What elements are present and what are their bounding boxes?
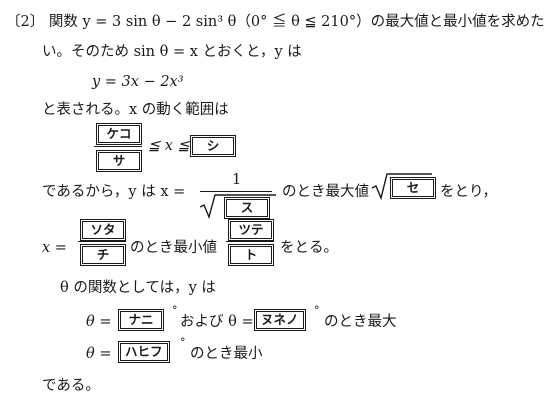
max-value-text: のとき最大値 xyxy=(282,184,369,200)
theta-function-text: θ の関数としては，y は xyxy=(60,280,216,296)
answer-box-nani[interactable]: ナニ xyxy=(117,308,165,332)
x-equals: x = xyxy=(42,240,67,256)
answer-box-tsute[interactable]: ツテ xyxy=(227,218,275,242)
max-condition-text: であるから，y は x = xyxy=(42,184,186,200)
max-at-text: のとき最大 xyxy=(324,314,397,330)
problem-statement-1: 関数 y = 3 sin θ − 2 sin³ θ（0° ≦ θ ≦ 210°）… xyxy=(48,14,545,30)
range-inequality: ≦ x ≦ xyxy=(148,138,190,154)
answer-box-nuneno[interactable]: ヌネノ xyxy=(253,308,306,332)
min-condition-text: のとき最小値 xyxy=(130,240,217,256)
equation: y = 3x − 2x³ xyxy=(92,74,184,90)
numerator-one: 1 xyxy=(232,172,242,188)
degree-symbol: ° xyxy=(314,304,320,317)
answer-box-to[interactable]: ト xyxy=(227,243,275,267)
min-take-text: をとる。 xyxy=(280,240,338,256)
sqrt-symbol xyxy=(371,173,432,201)
closing-text: である。 xyxy=(42,378,100,394)
max-take-text: をとり， xyxy=(440,184,497,200)
fraction-bar xyxy=(200,191,272,193)
answer-box-shi[interactable]: シ xyxy=(189,134,237,158)
and-theta-text: および θ = xyxy=(180,314,254,330)
fraction-bar xyxy=(94,146,142,148)
degree-symbol: ° xyxy=(172,304,178,317)
fraction-bar xyxy=(78,241,126,243)
fraction-bar xyxy=(226,241,274,243)
range-intro: と表される。x の動く範囲は xyxy=(42,102,229,118)
problem-intro-line: 〔2〕 関数 y = 3 sin θ − 2 sin³ θ（0° ≦ θ ≦ 2… xyxy=(6,12,545,32)
degree-symbol: ° xyxy=(180,336,186,349)
answer-box-sota[interactable]: ソタ xyxy=(79,218,127,242)
problem-statement-2: い。そのため sin θ = x とおくと，y は xyxy=(42,44,302,60)
answer-box-chi[interactable]: チ xyxy=(79,243,127,267)
answer-box-se[interactable]: セ xyxy=(389,176,437,200)
answer-box-sa[interactable]: サ xyxy=(95,149,143,173)
answer-box-hahifu[interactable]: ハヒフ xyxy=(117,340,170,364)
theta-equals: θ = xyxy=(86,314,112,330)
answer-box-keko[interactable]: ケコ xyxy=(95,122,143,146)
sqrt-symbol xyxy=(199,194,276,220)
answer-box-su[interactable]: ス xyxy=(223,196,271,220)
problem-number: 〔2〕 xyxy=(6,14,45,30)
theta-equals: θ = xyxy=(86,346,112,362)
min-at-text: のとき最小 xyxy=(190,346,263,362)
